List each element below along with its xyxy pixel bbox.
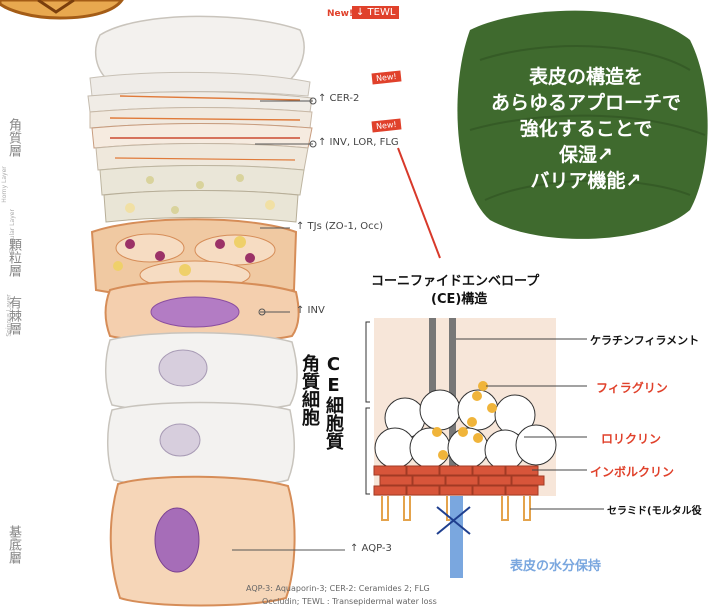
tewl-marker: ↓ TEWL [352,6,399,19]
moisture-label: 表皮の水分保持 [510,555,601,574]
keratin-label: ケラチンフィラメント [590,332,699,348]
basal-layer-en-label: Basal Layer [10,528,17,563]
granular-layer-en-label: Granular Layer [9,209,16,254]
inv-lor-flg-marker: ↑ INV, LOR, FLG [318,137,399,148]
ce-subtitle: (CE)構造 [431,288,487,307]
inv-marker: ↑ INV [296,305,325,316]
spinous-layer-en-label: Spinous Layer [6,294,13,336]
callout-text: 表皮の構造を あらゆるアプローチで 強化することで 保湿↗ バリア機能↗ [466,64,706,194]
callout-line: バリア機能↗ [466,168,706,194]
callout-line: 強化することで [466,116,706,142]
ce-cytoplasm-label: CE細胞質 [320,354,346,450]
spinous-cells-grey [106,333,297,488]
callout-line: 表皮の構造を [466,64,706,90]
cer2-marker: ↑ CER-2 [318,93,359,104]
callout-line: あらゆるアプローチで [466,90,706,116]
tjs-marker: ↑ TJs (ZO-1, Occ) [296,221,383,232]
ce-schematic [366,318,604,578]
involucrin-label: インボルクリン [590,463,674,480]
callout-line: 保湿↗ [466,142,706,168]
horny-layer [88,16,312,222]
horny-layer-label: 角質層 [4,118,23,157]
keratinocyte-label: 角質細胞 [296,354,322,426]
logo-icon [0,0,122,18]
horny-layer-en-label: Horny Layer [1,166,8,203]
footnote-line: AQP-3: Aquaporin-3; CER-2: Ceramides 2; … [246,584,430,593]
aqp3-marker: ↑ AQP-3 [350,543,392,554]
filaggrin-label: フィラグリン [596,379,668,396]
footnote-line: Occludin; TEWL : Transepidermal water lo… [262,597,437,606]
ce-title: コーニファイドエンベロープ [371,270,539,289]
loricrin-label: ロリクリン [601,430,661,447]
new-badge: New! [327,9,353,19]
ceramide-label: セラミド(モルタル役 [607,502,702,517]
